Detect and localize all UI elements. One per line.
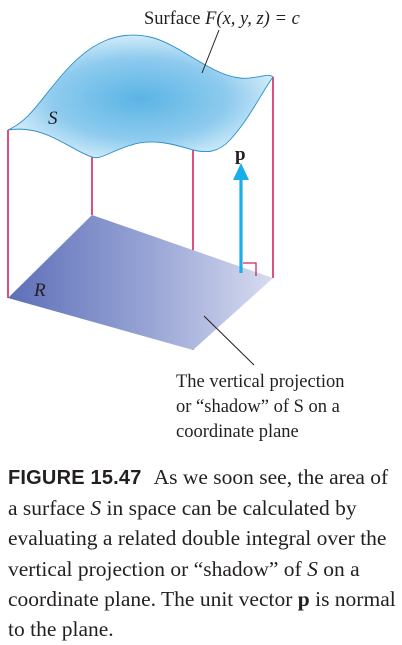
surface-projection-figure: Surface F(x, y, z) = c S p R The vertica… bbox=[7, 9, 344, 442]
surface-leader-line bbox=[201, 29, 220, 74]
vector-p-arrow bbox=[233, 163, 249, 273]
surface-letter-s: S bbox=[48, 108, 58, 129]
figure-number: FIGURE 15.47 bbox=[8, 467, 142, 489]
vector-label-p: p bbox=[235, 144, 246, 165]
surface-s bbox=[7, 34, 274, 159]
projection-note: The vertical projection or “shadow” of S… bbox=[176, 372, 344, 442]
caption-text-3: on a coordinate plane. The unit vector bbox=[8, 556, 360, 611]
right-angle-marker bbox=[243, 262, 257, 276]
surface-label: Surface F(x, y, z) = c bbox=[144, 9, 301, 29]
svg-text:coordinate plane: coordinate plane bbox=[176, 422, 299, 442]
caption-text-1: As we soon see, the area of a surface bbox=[8, 465, 389, 521]
shadow-leader-line bbox=[203, 315, 255, 366]
svg-text:The vertical projection: The vertical projection bbox=[176, 372, 344, 392]
svg-text:or “shadow” of S on a: or “shadow” of S on a bbox=[176, 397, 340, 417]
caption-var-s: S bbox=[90, 496, 102, 521]
caption-text-4: is normal to the plane. bbox=[8, 586, 396, 642]
caption-vector-p: p bbox=[297, 586, 310, 611]
region-r bbox=[8, 215, 273, 350]
caption-text-2: in space can be calculated by evaluating… bbox=[8, 496, 387, 581]
region-letter-r: R bbox=[33, 280, 46, 301]
caption-var-s: S bbox=[307, 556, 318, 581]
